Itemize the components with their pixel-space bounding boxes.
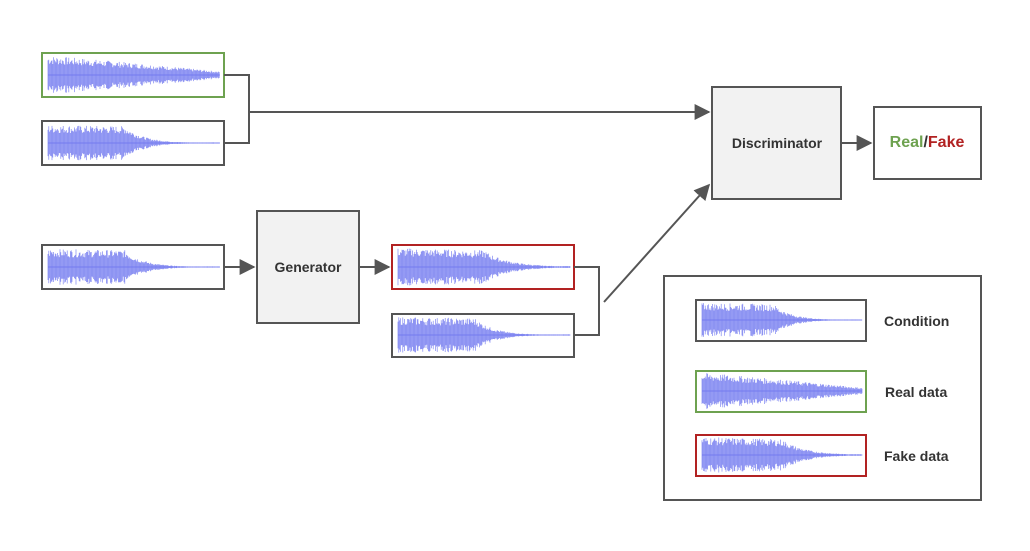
output-text: Real/Fake [890,134,965,151]
waveform-condition-bottom [397,317,571,353]
waveform-condition-top [47,125,220,161]
legend-label-real-data: Real data [885,384,947,400]
legend-waveform-real [701,373,863,409]
generator-label: Generator [275,259,342,275]
legend-item-condition: Condition [695,299,949,342]
condition-waveform-box-bottom [391,313,575,358]
output-node: Real/Fake [873,106,982,180]
legend-item-fake-data: Fake data [695,434,949,477]
discriminator-label: Discriminator [732,135,823,151]
bracket-bottom-pair [574,266,600,336]
condition-waveform-box-top [41,120,225,166]
waveform-fake-output [397,248,571,286]
legend-label-fake-data: Fake data [884,448,949,464]
legend-waveform-condition [701,303,863,337]
condition-waveform-box-generator-input [41,244,225,290]
legend: Condition Real data Fake data [663,275,982,501]
legend-label-condition: Condition [884,313,949,329]
connectors [224,74,873,336]
waveform-real-top [47,57,220,93]
legend-item-real-data: Real data [695,370,947,413]
real-data-waveform-box [41,52,225,98]
waveform-condition-input [47,249,220,285]
arrow-bottom-pair-to-discriminator [603,183,711,303]
bracket-top-pair [224,74,250,144]
output-real-label: Real [890,134,924,151]
output-slash: / [923,134,928,151]
discriminator-node: Discriminator [711,86,842,200]
generator-node: Generator [256,210,360,324]
fake-data-waveform-box [391,244,575,290]
output-fake-label: Fake [928,134,965,151]
legend-waveform-fake [701,437,863,473]
